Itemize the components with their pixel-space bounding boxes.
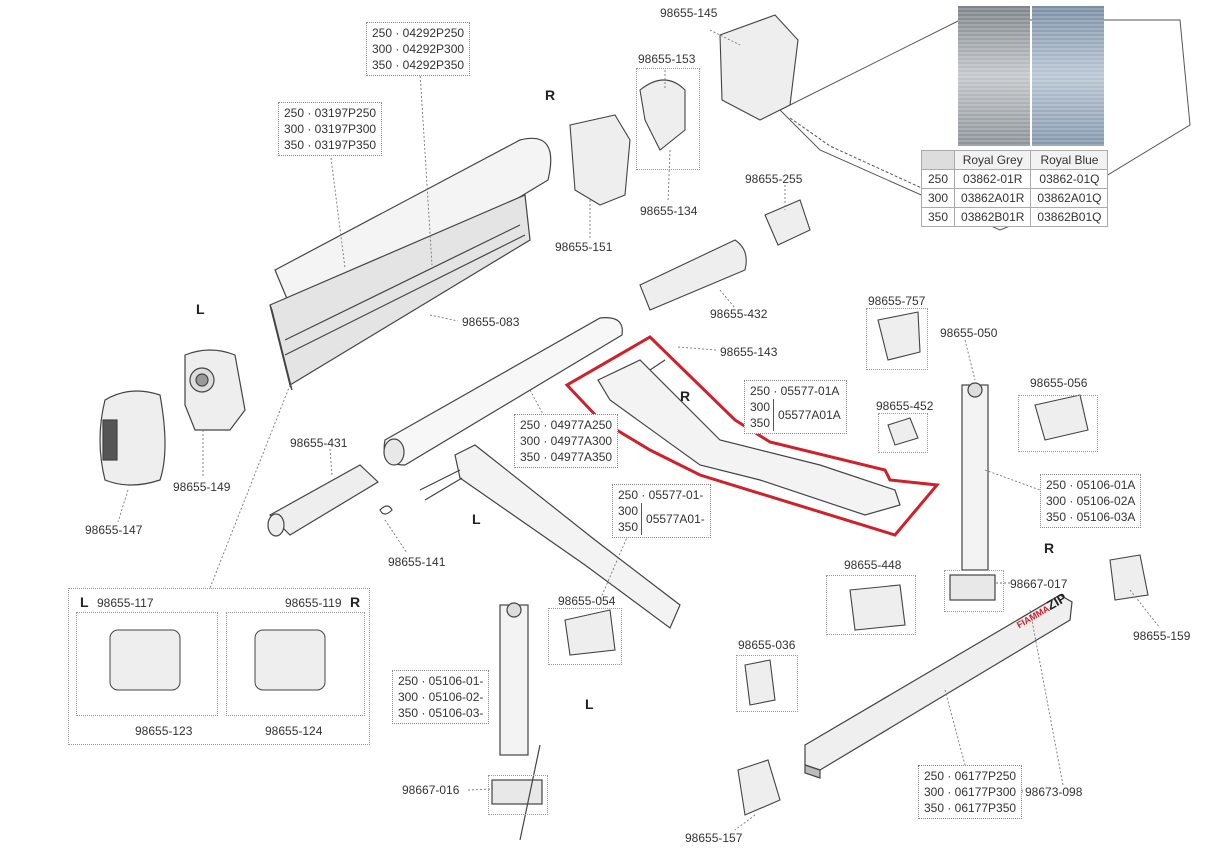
group-box-016 <box>488 775 548 815</box>
table-row: 300 03862A01R 03862A01Q <box>920 188 1109 208</box>
side-label-r: R <box>1044 540 1055 556</box>
highlight-outline <box>564 335 940 537</box>
group-box-017 <box>944 570 1004 612</box>
part-label: 98655-123 <box>135 724 193 738</box>
side-label-l: L <box>472 511 481 527</box>
part-label: 98673-098 <box>1025 785 1083 799</box>
plug-part <box>764 199 811 246</box>
group-box-153 <box>636 68 700 170</box>
hinge-kit-right-box <box>226 612 365 716</box>
awning-case <box>269 137 552 391</box>
table-header: Royal Blue <box>1030 150 1109 170</box>
side-label-r: R <box>350 594 361 610</box>
front-profile <box>804 594 1073 779</box>
roller-insert <box>639 239 747 311</box>
leg-right <box>949 382 996 601</box>
end-cap-right-part <box>569 114 631 206</box>
part-label: 98655-054 <box>558 594 616 608</box>
part-label: 98655-124 <box>265 724 323 738</box>
part-label: 98655-050 <box>940 326 998 340</box>
part-label: 98667-016 <box>402 783 460 797</box>
bracket-159 <box>1109 554 1149 601</box>
table-header <box>920 150 956 170</box>
part-label: 98655-134 <box>640 204 698 218</box>
clip-452 <box>887 417 919 446</box>
group-box-448 <box>826 575 916 635</box>
adapter-part <box>639 79 686 151</box>
clamp-036 <box>744 659 776 706</box>
hinge-kit-box <box>68 588 370 745</box>
part-label: 98655-448 <box>844 558 902 572</box>
part-label: 98667-017 <box>1010 577 1068 591</box>
bracket-757 <box>877 311 921 361</box>
bracket-056 <box>1034 394 1089 441</box>
part-label: 98655-117 <box>97 596 154 610</box>
bracket-054 <box>564 609 616 656</box>
cover-part <box>719 14 799 121</box>
part-label: 98655-157 <box>685 831 743 845</box>
spring-shaft <box>267 464 393 537</box>
cap-157 <box>737 759 781 816</box>
arm-right <box>597 359 901 516</box>
bracket-448 <box>849 584 906 631</box>
side-label-l: L <box>196 301 205 317</box>
part-label: 98655-452 <box>876 399 934 413</box>
variant-box-05106-left: 250 · 05106-01-300 · 05106-02-350 · 0510… <box>392 670 490 724</box>
hinge-kit-left-drawing <box>109 629 181 691</box>
part-label: 98655-143 <box>720 345 778 359</box>
leg-left <box>491 602 543 841</box>
part-label: 98655-159 <box>1133 629 1191 643</box>
part-label: 98655-151 <box>555 240 613 254</box>
table-row: 350 03862B01R 03862B01Q <box>920 207 1109 227</box>
group-box-757 <box>866 308 928 370</box>
hinge-kit-left-box <box>76 612 218 716</box>
part-label: 98655-056 <box>1030 376 1088 390</box>
group-box-056 <box>1018 395 1098 452</box>
part-label: 98655-145 <box>660 6 718 20</box>
part-label: 98655-036 <box>738 638 796 652</box>
side-label-r: R <box>545 87 556 103</box>
side-label-r: R <box>680 388 691 404</box>
fabric-color-table: Royal Grey Royal Blue 250 03862-01R 0386… <box>920 150 1109 227</box>
side-label-l: L <box>80 594 89 610</box>
part-label: 98655-149 <box>173 480 231 494</box>
group-box-452 <box>878 413 928 453</box>
part-label: 98655-153 <box>638 52 696 66</box>
side-label-l: L <box>585 696 594 712</box>
part-label: 98655-119 <box>285 596 342 610</box>
hinge-kit-right-drawing <box>254 629 326 691</box>
part-label: 98655-432 <box>710 307 768 321</box>
arm-left <box>419 444 681 629</box>
end-cap-left <box>99 349 246 486</box>
part-label: 98655-431 <box>290 436 348 450</box>
table-header: Royal Grey <box>954 150 1032 170</box>
part-label: 98655-141 <box>388 555 446 569</box>
part-label: 98655-147 <box>85 523 143 537</box>
part-label: 98655-083 <box>462 315 520 329</box>
part-label: 98655-255 <box>745 172 803 186</box>
roller-tube <box>383 317 623 466</box>
group-box-054 <box>548 608 622 665</box>
table-row: 250 03862-01R 03862-01Q <box>920 169 1109 189</box>
group-box-036 <box>736 655 798 712</box>
part-label: 98655-757 <box>868 294 926 308</box>
